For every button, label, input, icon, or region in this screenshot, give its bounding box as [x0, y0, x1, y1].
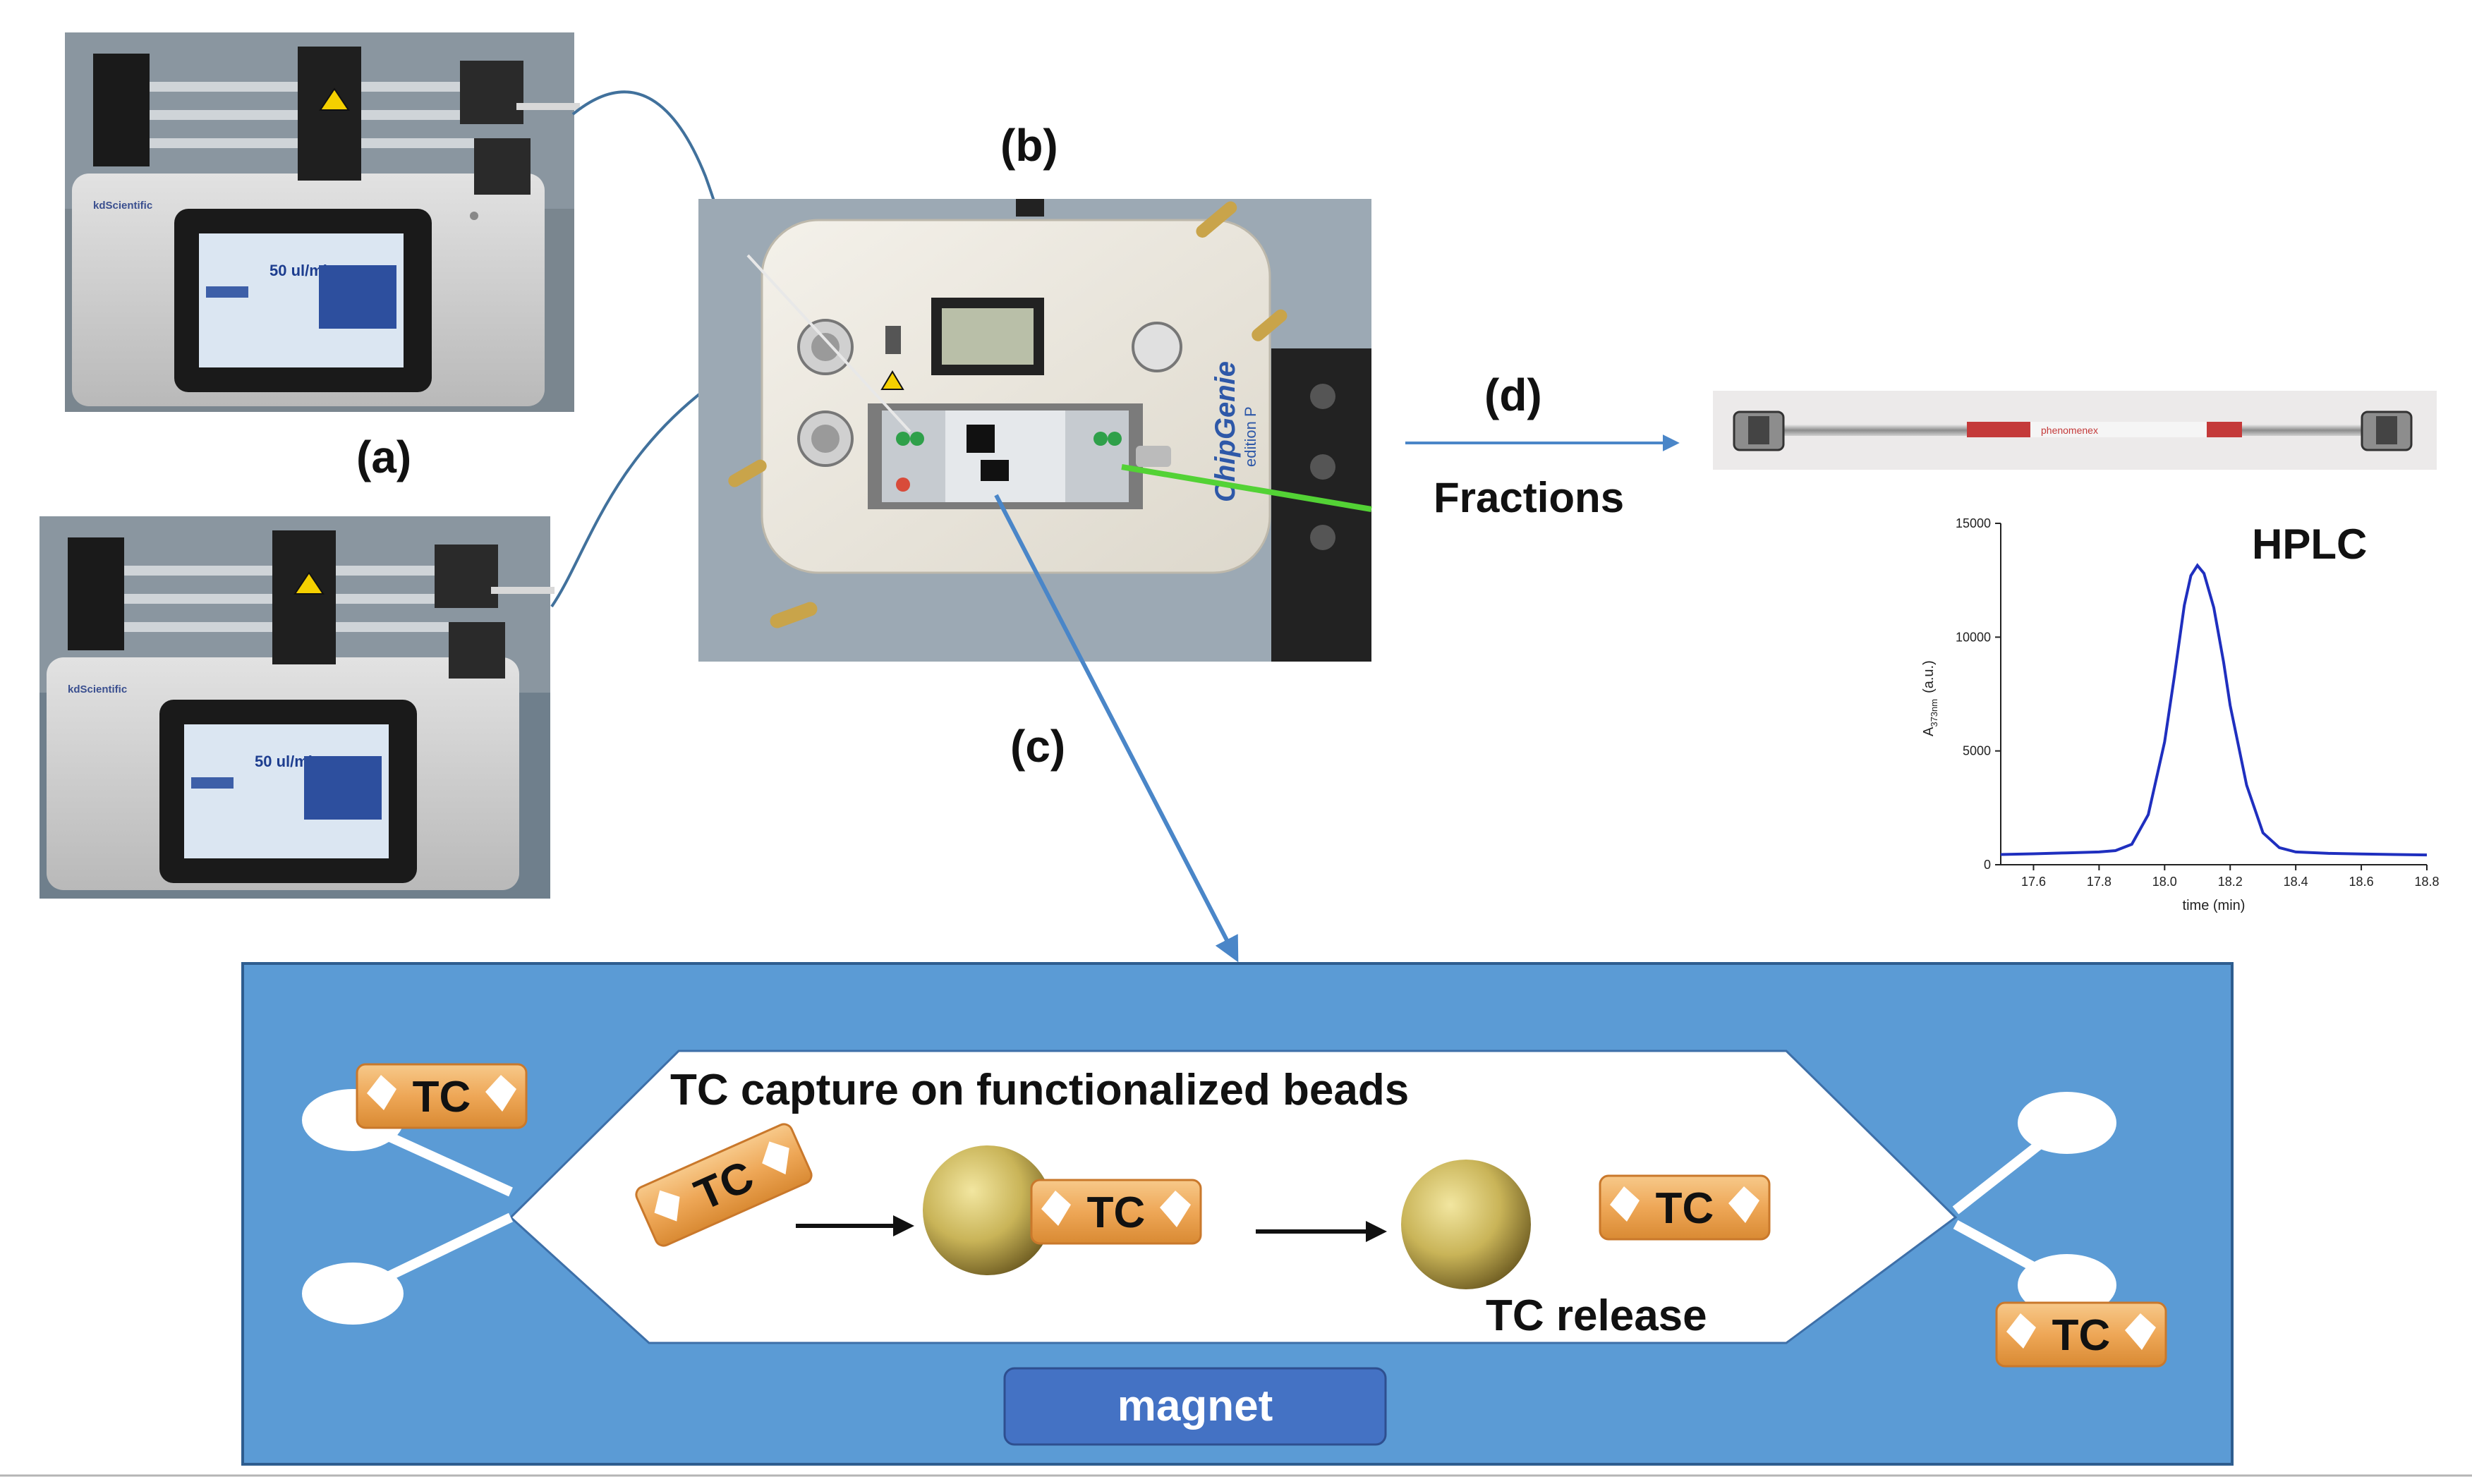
tubing-bottom	[550, 388, 707, 608]
y-axis-label-main: A	[1921, 726, 1937, 736]
pump-brand-top: kdScientific	[93, 200, 152, 212]
x-tick-label: 18.2	[2218, 875, 2243, 889]
y-axis-label-unit: (a.u.)	[1921, 660, 1937, 693]
bead-with-tc	[923, 1145, 1053, 1275]
x-tick-label: 18.4	[2284, 875, 2308, 889]
pump-brand-bottom: kdScientific	[68, 683, 127, 695]
y-tick-label: 0	[1984, 858, 1991, 872]
y-axis-label-sub: 373nm	[1929, 699, 1939, 727]
y-tick-label: 10000	[1956, 630, 1991, 644]
tc-bound: TC	[1030, 1179, 1202, 1245]
hplc-chromatogram: 17.6 17.8 18.0 18.2 18.4 18.6 18.8 0 5000 10000 15…	[1921, 516, 2440, 913]
tc-outlet: TC	[1995, 1301, 2167, 1368]
tc-tag-label: TC	[413, 1073, 471, 1121]
microfluidic-chip-photo: ChipGenie edition P	[698, 199, 1372, 662]
hplc-column-photo: phenomenex	[1713, 391, 2437, 470]
capture-chamber-panel: TC capture on functionalized beads TC re…	[241, 962, 2234, 1466]
tc-tag-body	[1599, 1174, 1771, 1241]
tc-tag-body	[356, 1063, 528, 1129]
chip-edition: edition P	[1242, 406, 1259, 467]
x-tick-label: 18.6	[2349, 875, 2374, 889]
y-axis-label: A373nm (a.u.)	[1921, 660, 1939, 736]
bead-empty	[1401, 1160, 1531, 1289]
tc-tag-notch-right	[485, 1075, 516, 1112]
label-c: (c)	[1010, 721, 1065, 772]
tc-tag-notch-left	[1610, 1186, 1640, 1222]
arrow-to-chamber	[994, 494, 1239, 963]
y-tick-label: 5000	[1963, 744, 1991, 758]
syringe-pump-bottom: kdScientific 50 ul/min	[40, 516, 555, 899]
y-tick-label: 15000	[1956, 516, 1991, 530]
tc-tag-label: TC	[1656, 1184, 1714, 1233]
tc-free: TC	[635, 1123, 813, 1247]
hplc-series-line-0	[2000, 563, 2428, 857]
tc-tag-notch-right	[2125, 1313, 2156, 1350]
tc-released: TC	[1599, 1174, 1771, 1241]
label-fractions: Fractions	[1434, 474, 1624, 521]
inlet-port-bottom	[302, 1263, 404, 1325]
x-tick-label: 18.8	[2414, 875, 2439, 889]
tc-tag-body	[1995, 1301, 2167, 1368]
tc-tag-notch-right	[1728, 1186, 1759, 1223]
tc-tag-body	[1030, 1179, 1202, 1245]
label-d: (d)	[1484, 370, 1542, 420]
release-text: TC release	[1486, 1291, 1707, 1340]
x-tick-label: 17.8	[2087, 875, 2112, 889]
label-a: (a)	[356, 432, 411, 482]
tc-tag-notch-left	[2006, 1313, 2036, 1349]
column-brand: phenomenex	[2041, 425, 2098, 436]
tc-tag-label: TC	[1087, 1188, 1146, 1237]
x-tick-label: 17.6	[2021, 875, 2046, 889]
capture-text: TC capture on functionalized beads	[670, 1066, 1409, 1114]
magnet-block	[1003, 1367, 1387, 1446]
syringe-pump-top: kdScientific 50 ul/min	[65, 32, 580, 412]
chip-brand: ChipGenie	[1210, 361, 1241, 502]
magnet-label: magnet	[1117, 1382, 1273, 1430]
tc-molecules: TC TC TC TC TC	[356, 1063, 2167, 1368]
outlet-port-bottom	[2018, 1254, 2116, 1316]
tc-inlet: TC	[356, 1063, 528, 1129]
tc-tag-notch-left	[654, 1190, 680, 1222]
tc-tag-notch-left	[367, 1075, 396, 1110]
label-b: (b)	[1000, 120, 1058, 171]
x-axis-label: time (min)	[2183, 898, 2246, 913]
outlet-port-top	[2018, 1092, 2116, 1154]
label-hplc: HPLC	[2252, 521, 2367, 568]
tc-tag-notch-left	[1041, 1191, 1071, 1226]
tc-tag-label: TC	[2052, 1311, 2111, 1360]
tc-tag-notch-right	[1160, 1191, 1191, 1227]
tc-tag-notch-right	[762, 1141, 789, 1175]
x-tick-label: 18.0	[2152, 875, 2177, 889]
